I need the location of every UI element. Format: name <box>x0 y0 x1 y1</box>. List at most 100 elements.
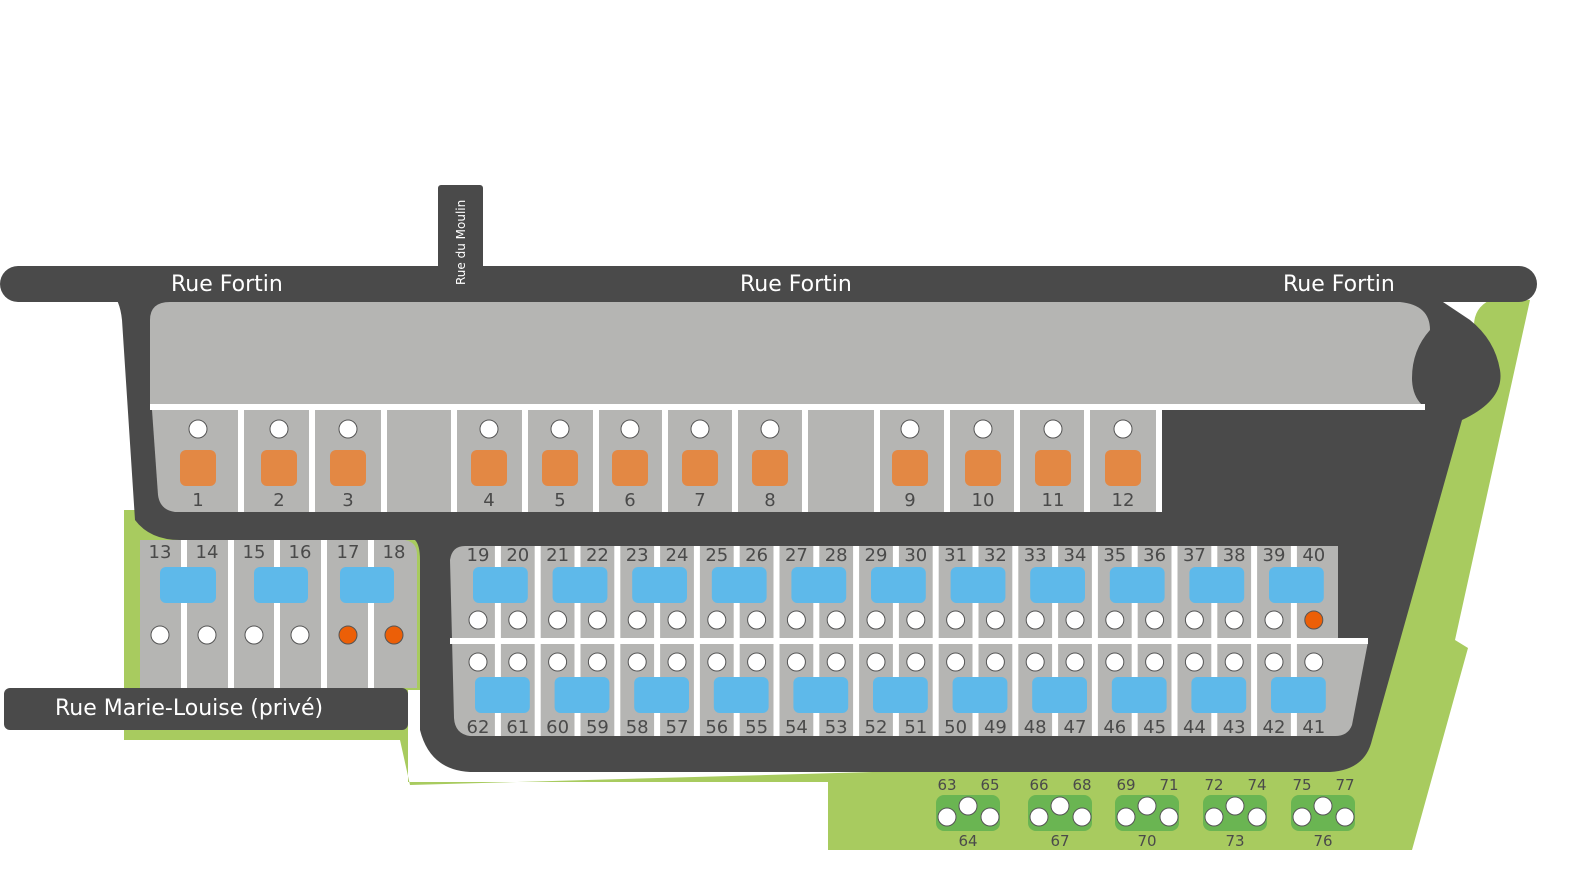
lot-29[interactable]: 29 <box>865 545 888 630</box>
lot-status-marker[interactable] <box>269 419 289 439</box>
lot-status-marker[interactable] <box>508 610 528 630</box>
lot-status-marker[interactable] <box>548 652 568 672</box>
lot-status-marker[interactable] <box>1043 419 1063 439</box>
lot-status-marker[interactable] <box>1264 610 1284 630</box>
lot-60[interactable]: 60 <box>546 652 569 738</box>
lot-status-marker[interactable] <box>468 652 488 672</box>
lot-status-marker[interactable] <box>900 419 920 439</box>
lot-status-marker[interactable] <box>985 652 1005 672</box>
lot-57[interactable]: 57 <box>666 652 689 738</box>
lot-46[interactable]: 46 <box>1103 652 1126 738</box>
lot-66[interactable]: 66 <box>1029 776 1049 827</box>
lot-status-marker[interactable] <box>1145 610 1165 630</box>
lot-19[interactable]: 19 <box>467 545 490 630</box>
lot-status-marker[interactable] <box>627 652 647 672</box>
lot-status-marker[interactable] <box>1113 419 1133 439</box>
lot-status-marker[interactable] <box>1050 796 1070 816</box>
lot-status-marker[interactable] <box>1247 807 1267 827</box>
lot-3[interactable]: 3 <box>338 419 358 511</box>
lot-status-marker[interactable] <box>150 625 170 645</box>
lot-28[interactable]: 28 <box>825 545 848 630</box>
lot-status-marker[interactable] <box>1116 807 1136 827</box>
lot-status-marker[interactable] <box>1159 807 1179 827</box>
lot-status-marker[interactable] <box>866 652 886 672</box>
lot-status-marker[interactable] <box>1292 807 1312 827</box>
lot-37[interactable]: 37 <box>1183 545 1206 630</box>
lot-status-marker[interactable] <box>1025 652 1045 672</box>
lot-status-marker[interactable] <box>1105 610 1125 630</box>
lot-62[interactable]: 62 <box>467 652 490 738</box>
lot-51[interactable]: 51 <box>904 652 927 738</box>
lot-54[interactable]: 54 <box>785 652 808 738</box>
lot-20[interactable]: 20 <box>506 545 529 630</box>
lot-23[interactable]: 23 <box>626 545 649 630</box>
lot-17[interactable]: 17 <box>337 542 360 645</box>
lot-status-marker[interactable] <box>786 610 806 630</box>
lot-status-marker[interactable] <box>627 610 647 630</box>
lot-30[interactable]: 30 <box>904 545 927 630</box>
lot-status-marker[interactable] <box>946 610 966 630</box>
lot-status-marker[interactable] <box>946 652 966 672</box>
lot-status-marker[interactable] <box>384 625 404 645</box>
lot-45[interactable]: 45 <box>1143 652 1166 738</box>
lot-75[interactable]: 75 <box>1292 776 1312 827</box>
lot-status-marker[interactable] <box>747 610 767 630</box>
lot-47[interactable]: 47 <box>1064 652 1087 738</box>
lot-status-marker[interactable] <box>1224 652 1244 672</box>
lot-status-marker[interactable] <box>1029 807 1049 827</box>
lot-8[interactable]: 8 <box>760 419 780 511</box>
lot-status-marker[interactable] <box>1304 652 1324 672</box>
lot-status-marker[interactable] <box>690 419 710 439</box>
lot-status-marker[interactable] <box>1225 796 1245 816</box>
lot-status-marker[interactable] <box>1025 610 1045 630</box>
lot-21[interactable]: 21 <box>546 545 569 630</box>
lot-53[interactable]: 53 <box>825 652 848 738</box>
lot-status-marker[interactable] <box>1137 796 1157 816</box>
lot-14[interactable]: 14 <box>196 542 219 645</box>
lot-4[interactable]: 4 <box>479 419 499 511</box>
lot-status-marker[interactable] <box>290 625 310 645</box>
lot-25[interactable]: 25 <box>705 545 728 630</box>
lot-status-marker[interactable] <box>1072 807 1092 827</box>
lot-status-marker[interactable] <box>937 807 957 827</box>
lot-72[interactable]: 72 <box>1204 776 1224 827</box>
lot-status-marker[interactable] <box>468 610 488 630</box>
lot-64[interactable]: 64 <box>958 796 978 850</box>
lot-32[interactable]: 32 <box>984 545 1007 630</box>
lot-status-marker[interactable] <box>587 610 607 630</box>
lot-status-marker[interactable] <box>620 419 640 439</box>
lot-69[interactable]: 69 <box>1116 776 1136 827</box>
lot-26[interactable]: 26 <box>745 545 768 630</box>
lot-61[interactable]: 61 <box>506 652 529 738</box>
lot-status-marker[interactable] <box>1204 807 1224 827</box>
lot-7[interactable]: 7 <box>690 419 710 511</box>
lot-status-marker[interactable] <box>587 652 607 672</box>
lot-status-marker[interactable] <box>548 610 568 630</box>
lot-status-marker[interactable] <box>1184 652 1204 672</box>
lot-2[interactable]: 2 <box>269 419 289 511</box>
lot-status-marker[interactable] <box>508 652 528 672</box>
lot-41[interactable]: 41 <box>1302 652 1325 738</box>
lot-11[interactable]: 11 <box>1042 419 1065 511</box>
lot-status-marker[interactable] <box>1335 807 1355 827</box>
lot-63[interactable]: 63 <box>937 776 957 827</box>
lot-status-marker[interactable] <box>1304 610 1324 630</box>
lot-status-marker[interactable] <box>1313 796 1333 816</box>
lot-10[interactable]: 10 <box>972 419 995 511</box>
lot-6[interactable]: 6 <box>620 419 640 511</box>
lot-5[interactable]: 5 <box>550 419 570 511</box>
lot-58[interactable]: 58 <box>626 652 649 738</box>
lot-15[interactable]: 15 <box>243 542 266 645</box>
lot-status-marker[interactable] <box>826 610 846 630</box>
lot-status-marker[interactable] <box>1145 652 1165 672</box>
lot-73[interactable]: 73 <box>1225 796 1245 850</box>
lot-status-marker[interactable] <box>1224 610 1244 630</box>
lot-49[interactable]: 49 <box>984 652 1007 738</box>
lot-77[interactable]: 77 <box>1335 776 1355 827</box>
lot-59[interactable]: 59 <box>586 652 609 738</box>
lot-33[interactable]: 33 <box>1024 545 1047 630</box>
lot-status-marker[interactable] <box>906 610 926 630</box>
lot-31[interactable]: 31 <box>944 545 967 630</box>
lot-status-marker[interactable] <box>667 652 687 672</box>
lot-74[interactable]: 74 <box>1247 776 1267 827</box>
